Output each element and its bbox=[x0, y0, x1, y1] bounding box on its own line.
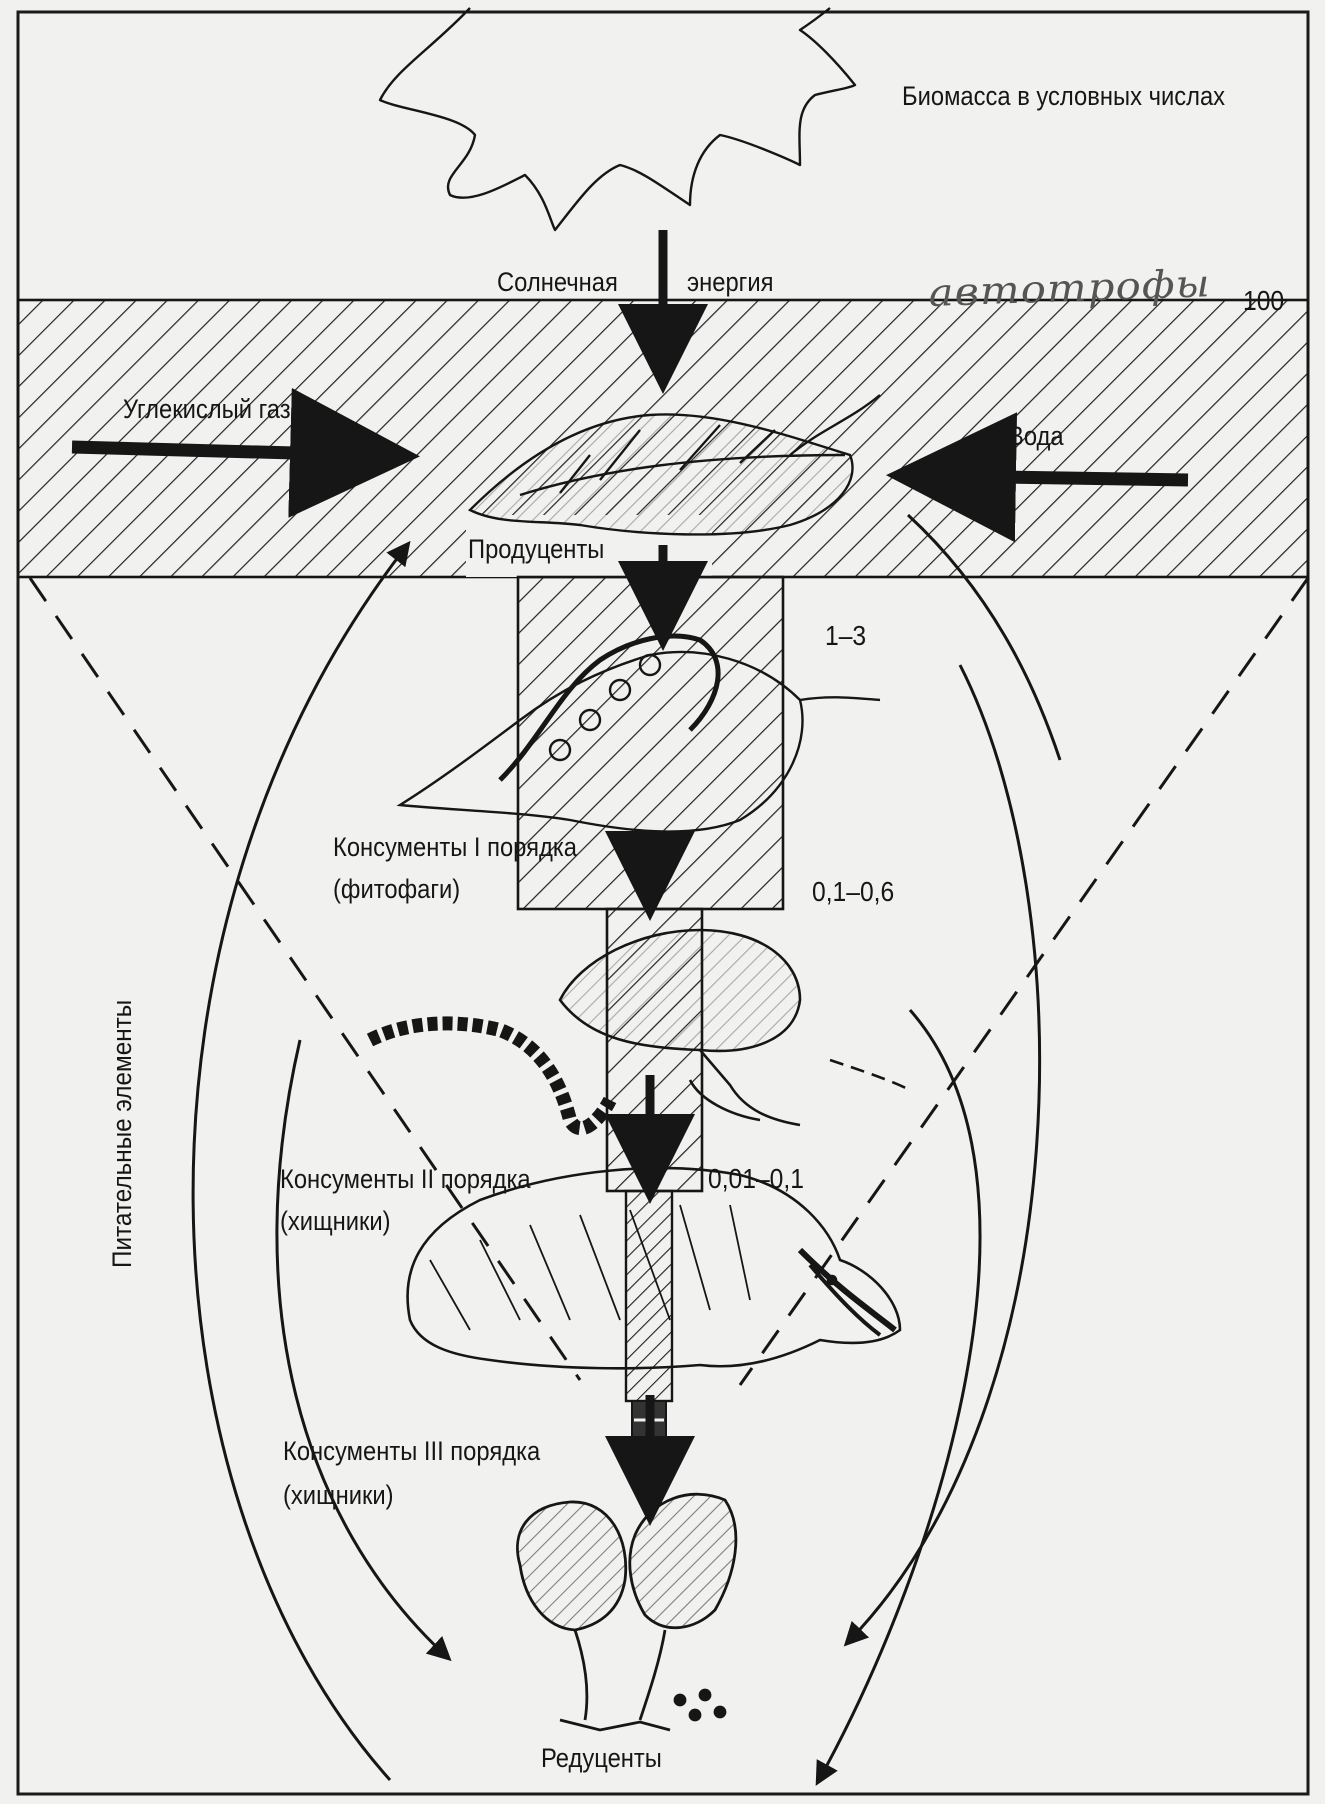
solar-energy-label-2: энергия bbox=[687, 267, 774, 297]
beetle-eating-larva-icon bbox=[366, 928, 911, 1136]
producers-biomass: 100 bbox=[1243, 285, 1285, 316]
sun-icon bbox=[378, 7, 857, 232]
water-arrow bbox=[886, 412, 1189, 543]
consumers-3-block bbox=[624, 1189, 674, 1403]
figure-frame bbox=[16, 10, 1310, 1796]
consumers-3-label: Консументы III порядка bbox=[283, 1436, 541, 1466]
carbon-dioxide-label: Углекислый газ bbox=[123, 394, 291, 424]
nutrient-cycle-arrows bbox=[191, 513, 1062, 1786]
consumers-1-biomass: 1–3 bbox=[825, 620, 867, 651]
consumers-3-note: (хищники) bbox=[283, 1480, 394, 1510]
producers-label: Продуценты bbox=[468, 534, 605, 564]
water-label: Вода bbox=[1008, 421, 1064, 451]
consumers-2-biomass: 0,1–0,6 bbox=[812, 876, 895, 907]
consumers-1-note: (фитофаги) bbox=[333, 874, 461, 904]
nutrients-vertical-label: Питательные элементы bbox=[107, 999, 137, 1268]
energy-flow-arrows bbox=[605, 230, 708, 1526]
consumers-2-label: Консументы II порядка bbox=[280, 1164, 531, 1194]
reducers-label: Редуценты bbox=[541, 1743, 662, 1773]
badger-icon bbox=[406, 1166, 902, 1370]
consumers-1-label: Консументы I порядка bbox=[333, 832, 577, 862]
leaf-icon bbox=[467, 394, 881, 536]
dashed-pyramid-lines bbox=[28, 577, 1310, 1386]
carbon-dioxide-arrow bbox=[71, 387, 420, 518]
consumers-2-note: (хищники) bbox=[280, 1206, 391, 1236]
handwritten-note: автотрофы bbox=[927, 261, 1212, 315]
mushrooms-icon bbox=[516, 1492, 738, 1732]
consumers-3-biomass: 0,01–0,1 bbox=[708, 1163, 804, 1194]
biomass-title: Биомасса в условных числах bbox=[902, 81, 1226, 111]
caterpillar-on-leaf-icon bbox=[396, 633, 881, 833]
solar-energy-label-1: Солнечная bbox=[497, 267, 618, 297]
